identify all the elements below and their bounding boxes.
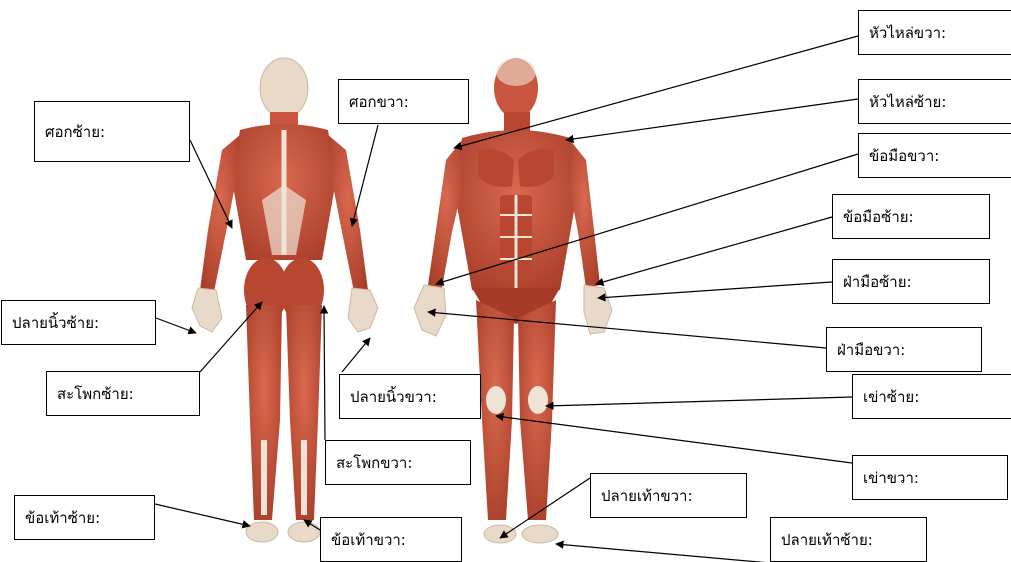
label-shoulder-right: หัวไหล่ขวา:	[858, 10, 1011, 55]
label-elbow-right: ศอกขวา:	[338, 79, 469, 124]
label-elbow-left: ศอกซ้าย:	[34, 101, 190, 162]
label-ankle-right: ข้อเท้าขวา:	[320, 517, 462, 562]
label-fingertip-left: ปลายนิ้วซ้าย:	[1, 300, 156, 345]
label-palm-left: ฝ่ามือซ้าย:	[832, 259, 990, 304]
label-fingertip-right: ปลายนิ้วขวา:	[339, 374, 481, 419]
arrow-hip-right	[324, 306, 325, 440]
arrow-fingertip-left	[156, 318, 196, 333]
arrow-elbow-right	[352, 125, 378, 226]
label-toe-right: ปลายเท้าขวา:	[590, 473, 747, 518]
arrow-ankle-left	[155, 504, 250, 526]
label-ankle-left: ข้อเท้าซ้าย:	[14, 495, 155, 540]
arrow-knee-left	[546, 397, 852, 406]
label-hip-left: สะโพกซ้าย:	[46, 371, 200, 416]
label-shoulder-left: หัวไหล่ซ้าย:	[858, 79, 1011, 124]
label-wrist-left: ข้อมือซ้าย:	[832, 194, 990, 239]
label-knee-left: เข่าซ้าย:	[852, 374, 1011, 419]
arrow-wrist-left	[596, 217, 832, 284]
label-wrist-right: ข้อมือขวา:	[858, 133, 1011, 178]
label-palm-right: ฝ่ามือขวา:	[826, 327, 982, 372]
arrow-palm-left	[598, 282, 832, 298]
arrow-fingertip-right	[342, 338, 370, 372]
label-knee-right: เข่าขวา:	[852, 455, 1008, 500]
label-toe-left: ปลายเท้าซ้าย:	[770, 517, 927, 562]
label-hip-right: สะโพกขวา:	[325, 440, 471, 485]
arrow-toe-left	[556, 544, 770, 562]
